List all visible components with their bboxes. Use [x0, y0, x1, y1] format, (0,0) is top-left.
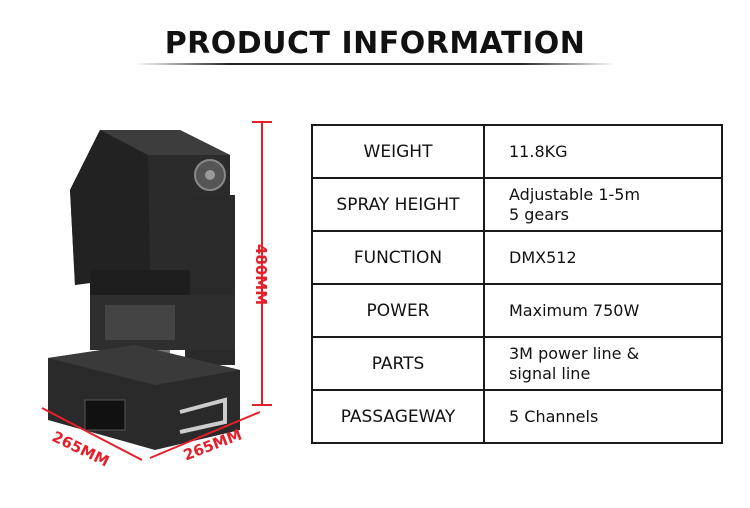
- table-row: POWER Maximum 750W: [311, 283, 723, 338]
- spec-value: 11.8KG: [483, 124, 723, 179]
- height-dimension-label: 480MM: [252, 244, 270, 306]
- table-row: FUNCTION DMX512: [311, 230, 723, 285]
- table-row: PASSAGEWAY 5 Channels: [311, 389, 723, 444]
- title-underline: [135, 63, 615, 65]
- spec-label: POWER: [311, 283, 485, 338]
- spec-value: 3M power line &signal line: [483, 336, 723, 391]
- spec-label: PARTS: [311, 336, 485, 391]
- table-row: PARTS 3M power line &signal line: [311, 336, 723, 391]
- spec-value: DMX512: [483, 230, 723, 285]
- spec-label: WEIGHT: [311, 124, 485, 179]
- product-image: [41, 121, 272, 461]
- spec-value: Maximum 750W: [483, 283, 723, 338]
- spec-value: 5 Channels: [483, 389, 723, 444]
- spec-label: PASSAGEWAY: [311, 389, 485, 444]
- spec-label: FUNCTION: [311, 230, 485, 285]
- table-row: WEIGHT 11.8KG: [311, 124, 723, 179]
- spec-table: WEIGHT 11.8KG SPRAY HEIGHT Adjustable 1-…: [311, 124, 723, 444]
- page-title: PRODUCT INFORMATION: [164, 26, 586, 61]
- spec-label: SPRAY HEIGHT: [311, 177, 485, 232]
